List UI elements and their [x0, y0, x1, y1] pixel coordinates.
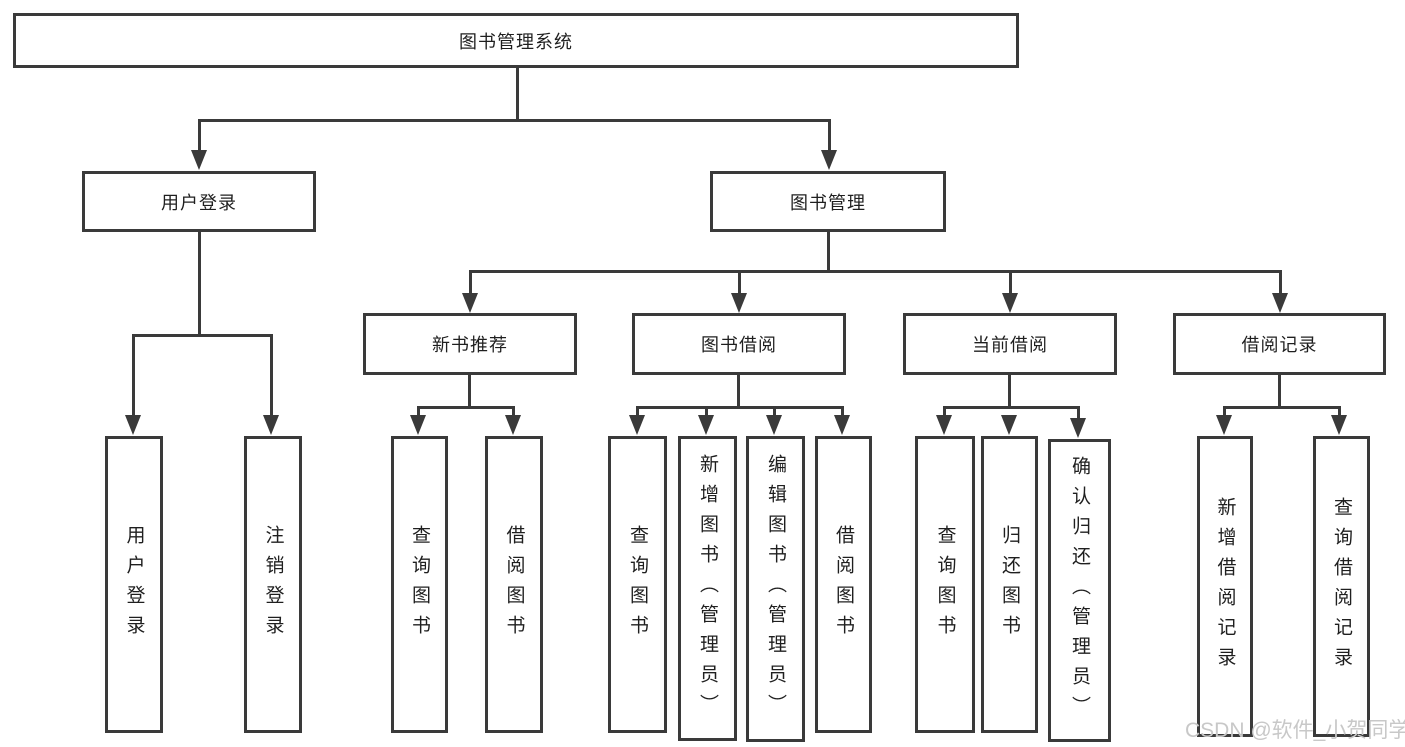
connector-line [943, 406, 1080, 409]
node-label: 新增借阅记录 [1214, 496, 1236, 677]
arrow-down-icon [191, 150, 207, 170]
connector-line [1223, 406, 1226, 418]
connector-line [516, 68, 519, 121]
arrow-down-icon [766, 415, 782, 435]
node-label: 确认归还（管理员） [1069, 455, 1090, 726]
arrow-down-icon [125, 415, 141, 435]
node-book-borrowing: 图书借阅 [632, 313, 846, 375]
arrow-down-icon [1002, 293, 1018, 313]
connector-line [270, 334, 273, 418]
arrow-down-icon [629, 415, 645, 435]
node-label: 查询图书 [934, 524, 956, 645]
connector-line [417, 406, 420, 418]
node-label: 新增图书（管理员） [697, 453, 718, 724]
connector-line [468, 375, 471, 408]
node-label: 归还图书 [999, 524, 1020, 645]
connector-line [1338, 406, 1341, 418]
node-label: 当前借阅 [972, 335, 1048, 355]
connector-line [132, 334, 273, 337]
node-leaf-add-borrow-record: 新增借阅记录 [1197, 436, 1253, 737]
arrow-down-icon [263, 415, 279, 435]
node-label: 注销登录 [262, 524, 284, 645]
connector-line [198, 119, 201, 156]
connector-line [1279, 270, 1282, 296]
connector-line [198, 119, 831, 122]
node-label: 借阅记录 [1241, 335, 1318, 355]
node-leaf-borrow-books-2: 借阅图书 [815, 436, 872, 733]
connector-line [1077, 406, 1080, 421]
node-label: 图书借阅 [701, 335, 777, 355]
node-user-login: 用户登录 [82, 171, 316, 232]
node-label: 图书管理 [790, 192, 866, 213]
node-leaf-borrow-books-1: 借阅图书 [485, 436, 543, 733]
connector-line [417, 406, 515, 409]
connector-line [636, 406, 639, 418]
node-label: 借阅图书 [503, 524, 525, 645]
node-label: 借阅图书 [833, 524, 854, 645]
connector-line [841, 406, 844, 418]
connector-line [1008, 375, 1011, 408]
arrow-down-icon [410, 415, 426, 435]
node-label: 查询借阅记录 [1331, 496, 1352, 677]
node-label: 编辑图书（管理员） [765, 454, 786, 724]
connector-line [636, 406, 844, 409]
arrow-down-icon [1331, 415, 1347, 435]
connector-line [198, 232, 201, 336]
connector-line [512, 406, 515, 418]
connector-line [1278, 375, 1281, 408]
watermark: CSDN @软件_小贺同学 [1185, 719, 1405, 742]
connector-line [1223, 406, 1341, 409]
connector-line [705, 406, 708, 418]
node-new-book-recommend: 新书推荐 [363, 313, 577, 375]
node-leaf-edit-books-admin: 编辑图书（管理员） [746, 436, 805, 742]
node-label: 用户登录 [161, 192, 237, 213]
connector-line [469, 270, 1282, 273]
node-leaf-add-books-admin: 新增图书（管理员） [678, 436, 737, 741]
arrow-down-icon [936, 415, 952, 435]
node-leaf-logout: 注销登录 [244, 436, 302, 733]
node-current-borrowing: 当前借阅 [903, 313, 1117, 375]
node-library-system: 图书管理系统 [13, 13, 1019, 68]
arrow-down-icon [462, 293, 478, 313]
node-label: 查询图书 [627, 524, 648, 645]
connector-line [828, 119, 831, 156]
connector-line [827, 232, 830, 272]
arrow-down-icon [731, 293, 747, 313]
node-label: 用户登录 [123, 524, 145, 645]
node-leaf-query-books-1: 查询图书 [391, 436, 448, 733]
node-label: 图书管理系统 [459, 31, 573, 52]
node-label: 查询图书 [409, 524, 430, 645]
node-leaf-confirm-return-admin: 确认归还（管理员） [1048, 439, 1111, 742]
arrow-down-icon [505, 415, 521, 435]
arrow-down-icon [834, 415, 850, 435]
node-leaf-user-login: 用户登录 [105, 436, 163, 733]
node-leaf-query-borrow-record: 查询借阅记录 [1313, 436, 1370, 737]
connector-line [737, 375, 740, 408]
connector-line [1009, 270, 1012, 296]
connector-line [773, 406, 776, 418]
arrow-down-icon [1216, 415, 1232, 435]
node-label: 新书推荐 [432, 335, 508, 355]
node-leaf-return-books: 归还图书 [981, 436, 1038, 733]
node-leaf-query-books-2: 查询图书 [608, 436, 667, 733]
node-book-management: 图书管理 [710, 171, 946, 232]
arrow-down-icon [1272, 293, 1288, 313]
arrow-down-icon [698, 415, 714, 435]
connector-line [738, 270, 741, 296]
connector-line [132, 334, 135, 418]
arrow-down-icon [1070, 418, 1086, 438]
node-leaf-query-books-3: 查询图书 [915, 436, 975, 733]
node-borrowing-records: 借阅记录 [1173, 313, 1386, 375]
connector-line [943, 406, 946, 418]
arrow-down-icon [821, 150, 837, 170]
connector-line [469, 270, 472, 296]
arrow-down-icon [1001, 415, 1017, 435]
